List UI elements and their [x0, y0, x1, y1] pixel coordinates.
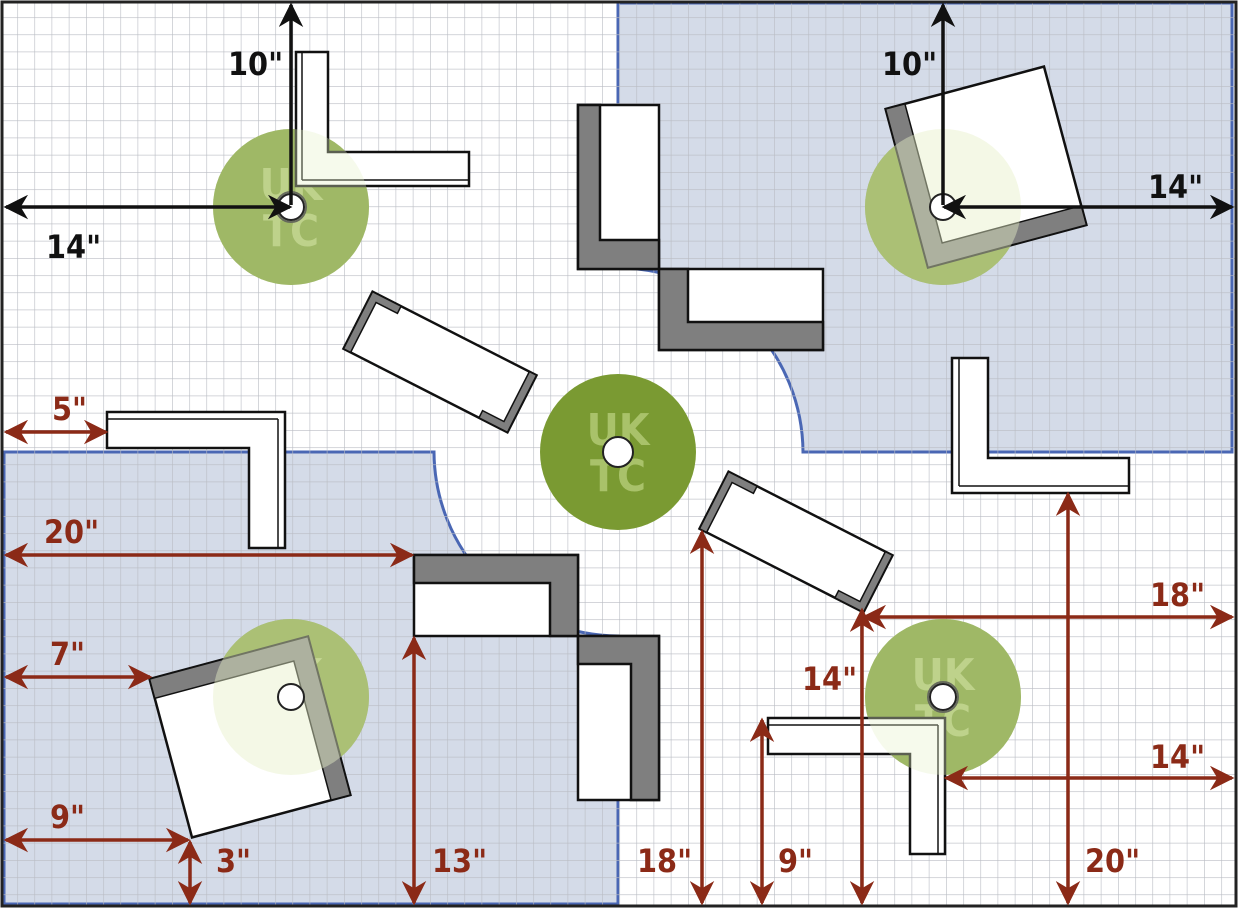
terrain-ruin-center-bottom — [412, 553, 661, 802]
label-bottom-18: 18" — [637, 842, 692, 880]
label-right-14: 14" — [1150, 738, 1205, 776]
label-tr-vertical: 10" — [882, 45, 937, 83]
terrain-block-upper-left — [341, 290, 539, 434]
objective-marker — [929, 683, 957, 711]
label-bottom-20: 20" — [1085, 842, 1140, 880]
label-tl-horizontal: 14" — [46, 228, 101, 266]
label-tr-horizontal: 14" — [1148, 168, 1203, 206]
label-left-9: 9" — [50, 798, 85, 836]
objective-center: UK TC — [540, 374, 696, 530]
label-left-7: 7" — [50, 635, 85, 673]
label-left-20: 20" — [44, 513, 99, 551]
terrain-wall-top-left — [294, 50, 471, 188]
label-left-5: 5" — [52, 390, 87, 428]
label-tl-vertical: 10" — [228, 45, 283, 83]
label-bottom-9: 9" — [778, 842, 813, 880]
label-bottom-3: 3" — [216, 842, 251, 880]
terrain-wall-right — [950, 356, 1131, 495]
measure-arrows-red — [3, 419, 1235, 906]
terrain-block-lower-right — [697, 470, 895, 614]
label-right-18: 18" — [1150, 576, 1205, 614]
label-mid-14: 14" — [802, 660, 857, 698]
label-bottom-13: 13" — [432, 842, 487, 880]
measure-arrows-black — [3, 2, 1235, 220]
objective-marker — [277, 683, 305, 711]
terrain-ruin-center-top — [576, 103, 825, 352]
